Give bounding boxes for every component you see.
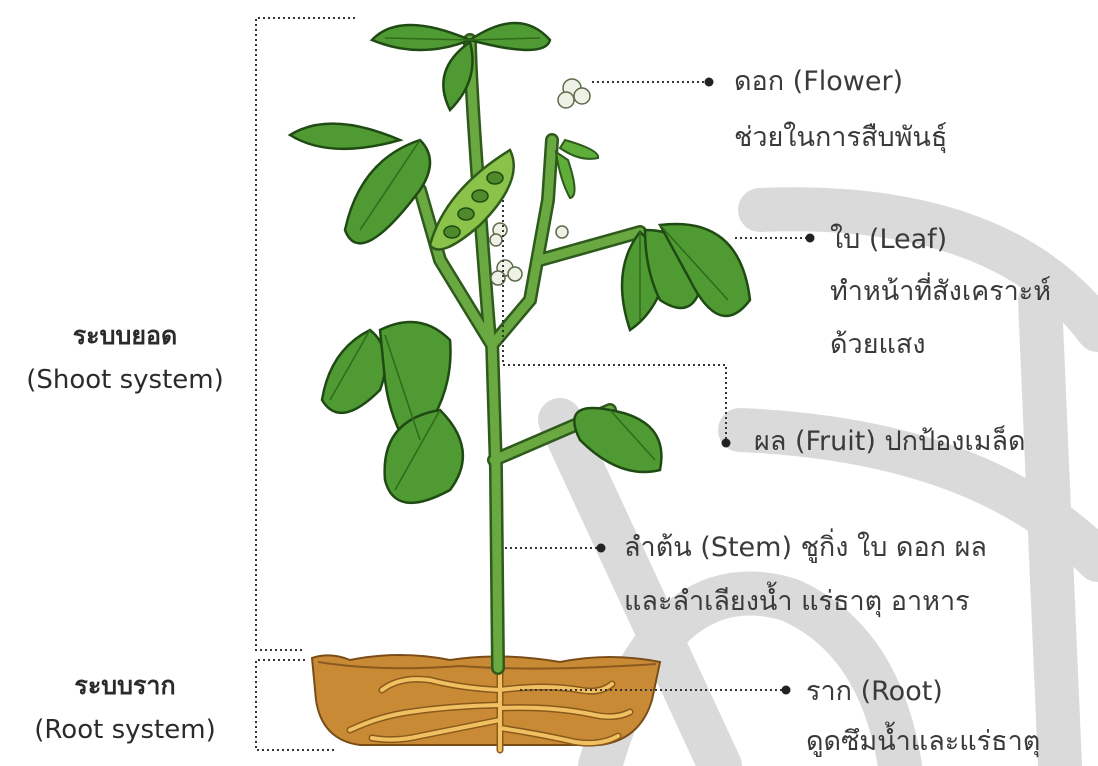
leaf-upper-left-small	[290, 124, 400, 149]
root-title: ราก (Root)	[806, 672, 943, 712]
shoot-system-thai: ระบบยอด	[0, 314, 250, 358]
fruit-title: ผล (Fruit) ปกป้องเมล็ด	[754, 422, 1026, 462]
root-system-label: ระบบราก (Root system)	[0, 664, 250, 752]
soil	[312, 655, 660, 745]
shoot-system-label: ระบบยอด (Shoot system)	[0, 314, 250, 402]
leaf-desc-2: ด้วยแสง	[830, 325, 926, 365]
flower-desc: ช่วยในการสืบพันธุ์	[734, 118, 947, 158]
flower-title: ดอก (Flower)	[734, 62, 903, 102]
root-desc: ดูดซึมน้ำและแร่ธาตุ	[806, 722, 1040, 762]
leaf-desc-1: ทำหน้าที่สังเคราะห์	[830, 272, 1051, 312]
leaf-middle-left	[322, 330, 386, 413]
pod	[430, 140, 598, 250]
shoot-system-english: (Shoot system)	[0, 358, 250, 402]
leaf-upper-left	[345, 140, 430, 243]
leaf-top-right	[470, 23, 550, 50]
leaf-title: ใบ (Leaf)	[830, 220, 947, 260]
root-system-thai: ระบบราก	[0, 664, 250, 708]
stem-desc: และลำเลียงน้ำ แร่ธาตุ อาหาร	[624, 582, 970, 622]
root-system-english: (Root system)	[0, 708, 250, 752]
stem-title: ลำต้น (Stem) ชูกิ่ง ใบ ดอก ผล	[624, 528, 987, 568]
leaves	[290, 23, 750, 503]
